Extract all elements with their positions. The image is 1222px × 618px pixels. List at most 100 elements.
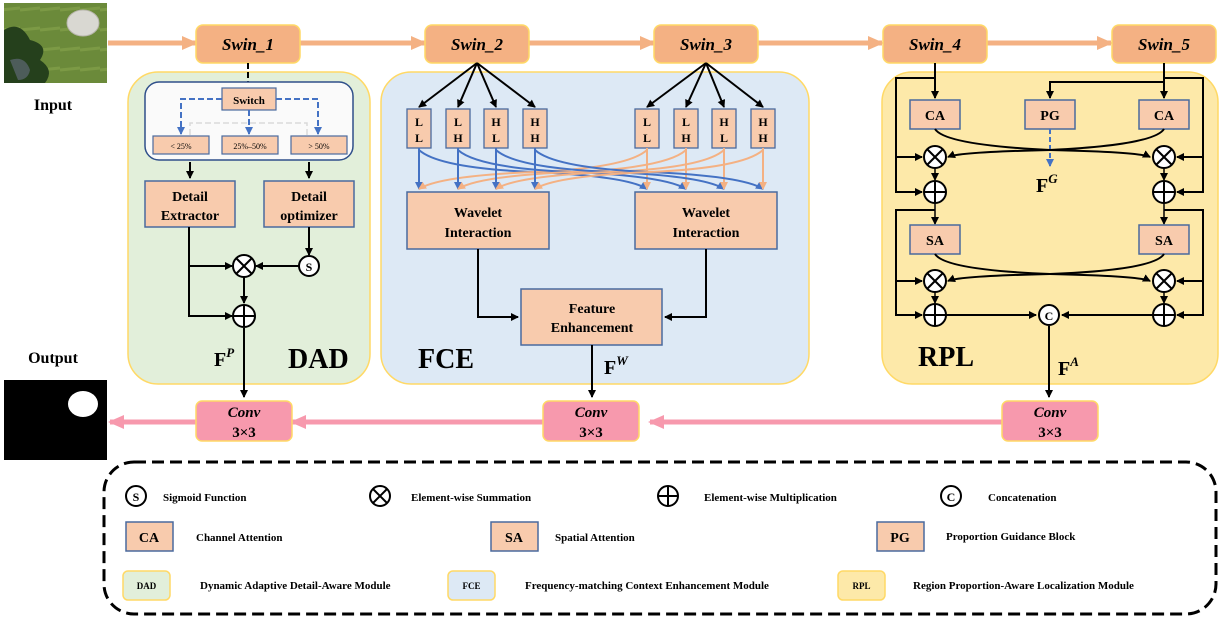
fan-arrow — [685, 62, 707, 108]
subband-hh-2: HH — [750, 108, 776, 149]
svg-text:Wavelet: Wavelet — [682, 206, 731, 221]
detail-extractor-line1: Detail — [172, 190, 208, 205]
sigmoid-icon: S — [298, 255, 320, 277]
otimes-icon — [923, 145, 947, 169]
svg-text:H: H — [491, 115, 501, 129]
swin-block-1: Swin_1 — [195, 24, 301, 64]
fan-arrow — [457, 62, 478, 108]
legend-otimes-label: Element-wise Summation — [411, 492, 531, 504]
subband-hl-2: HL — [711, 108, 737, 149]
legend-otimes-icon — [369, 485, 391, 507]
rpl-title: RPL — [918, 342, 974, 373]
legend-module-abbr: FCE — [463, 581, 481, 591]
fan-arrow — [476, 62, 497, 108]
svg-text:L: L — [492, 131, 500, 145]
swin-label: Swin_2 — [451, 35, 503, 54]
svg-text:L: L — [720, 131, 728, 145]
svg-text:Interaction: Interaction — [673, 226, 740, 241]
feature-enhancement-box — [520, 288, 663, 346]
svg-text:L: L — [454, 115, 462, 129]
oplus-icon — [1152, 180, 1176, 204]
svg-text:H: H — [530, 131, 540, 145]
legend-sa-box — [490, 521, 539, 552]
swin-label: Swin_1 — [222, 35, 274, 54]
sa-box-right — [1138, 224, 1190, 255]
svg-text:S: S — [306, 260, 313, 274]
detail-optimizer-line2: optimizer — [280, 209, 338, 224]
svg-text:H: H — [758, 131, 768, 145]
legend-module-dad: DAD Dynamic Adaptive Detail-Aware Module — [122, 570, 391, 601]
conv-kernel-label: 3×3 — [579, 425, 603, 441]
fan-arrow — [476, 62, 536, 108]
range-box-mid — [221, 135, 279, 155]
svg-text:C: C — [1045, 309, 1054, 323]
output-label: Output — [28, 350, 78, 367]
legend-concat-icon: C — [940, 485, 962, 507]
svg-text:CA: CA — [1154, 109, 1175, 124]
rpl-output-feature: FA — [1058, 354, 1079, 380]
svg-text:Wavelet: Wavelet — [454, 206, 503, 221]
legend: S Sigmoid Function Element-wise Summatio… — [102, 460, 1218, 616]
wavelet-interaction-left — [406, 191, 550, 250]
legend-concat-label: Concatenation — [988, 492, 1056, 504]
fan-arrow — [705, 62, 726, 108]
legend-pg-label: Proportion Guidance Block — [946, 531, 1076, 543]
dad-output-feature: FP — [214, 345, 235, 371]
swin-label: Swin_5 — [1138, 35, 1190, 54]
dad-internals: Switch < 25% 25%–50% > 50% Detail Extrac… — [144, 63, 355, 398]
legend-module-label: Dynamic Adaptive Detail-Aware Module — [200, 580, 391, 592]
range-high-label: > 50% — [308, 142, 330, 151]
otimes-icon — [923, 269, 947, 293]
svg-text:L: L — [415, 115, 423, 129]
range-box-low — [152, 135, 210, 155]
concat-icon: C — [1038, 304, 1060, 326]
swin-label: Swin_4 — [909, 35, 961, 54]
fce-title: FCE — [418, 344, 474, 375]
conv-label: Conv — [1034, 405, 1067, 421]
subband-hh-1: HH — [522, 108, 548, 149]
swin-block-4: Swin_4 — [882, 24, 988, 64]
legend-module-abbr: DAD — [137, 581, 157, 591]
output-mask — [4, 380, 107, 460]
svg-text:L: L — [415, 131, 423, 145]
legend-module-label: Frequency-matching Context Enhancement M… — [525, 580, 769, 592]
legend-module-fce: FCE Frequency-matching Context Enhancemen… — [447, 570, 769, 601]
detail-optimizer-line1: Detail — [291, 190, 327, 205]
rpl-internals: CA PG CA FG SA SA C — [895, 63, 1204, 398]
svg-text:Feature: Feature — [569, 302, 615, 317]
svg-text:H: H — [681, 131, 691, 145]
svg-text:L: L — [643, 115, 651, 129]
svg-text:H: H — [758, 115, 768, 129]
legend-sigmoid-label: Sigmoid Function — [163, 492, 246, 504]
swin-block-5: Swin_5 — [1111, 24, 1217, 64]
svg-text:Enhancement: Enhancement — [551, 321, 634, 336]
orange-cross-arrow — [534, 149, 764, 190]
legend-sa-label: Spatial Attention — [555, 532, 635, 544]
orange-cross-arrow — [457, 149, 687, 190]
svg-text:Interaction: Interaction — [445, 226, 512, 241]
svg-text:SA: SA — [505, 531, 524, 546]
svg-text:H: H — [719, 115, 729, 129]
legend-sigmoid-icon: S — [125, 485, 147, 507]
svg-text:CA: CA — [139, 531, 160, 546]
legend-module-label: Region Proportion-Aware Localization Mod… — [913, 580, 1134, 592]
conv-label: Conv — [575, 405, 608, 421]
fan-arrow — [705, 62, 764, 108]
conv-kernel-label: 3×3 — [232, 425, 256, 441]
fce-output-feature: FW — [604, 353, 629, 379]
swin-block-2: Swin_2 — [424, 24, 530, 64]
orange-cross-arrow — [495, 149, 725, 190]
range-mid-label: 25%–50% — [233, 142, 267, 151]
pg-box — [1024, 99, 1076, 130]
dad-title: DAD — [288, 344, 349, 375]
svg-text:L: L — [682, 115, 690, 129]
legend-ca-box — [125, 521, 174, 552]
swin-block-3: Swin_3 — [653, 24, 759, 64]
detail-optimizer-box — [263, 180, 355, 228]
rpl-guidance-feature: FG — [1036, 171, 1058, 197]
legend-border — [102, 460, 1218, 616]
oplus-icon — [232, 304, 256, 328]
